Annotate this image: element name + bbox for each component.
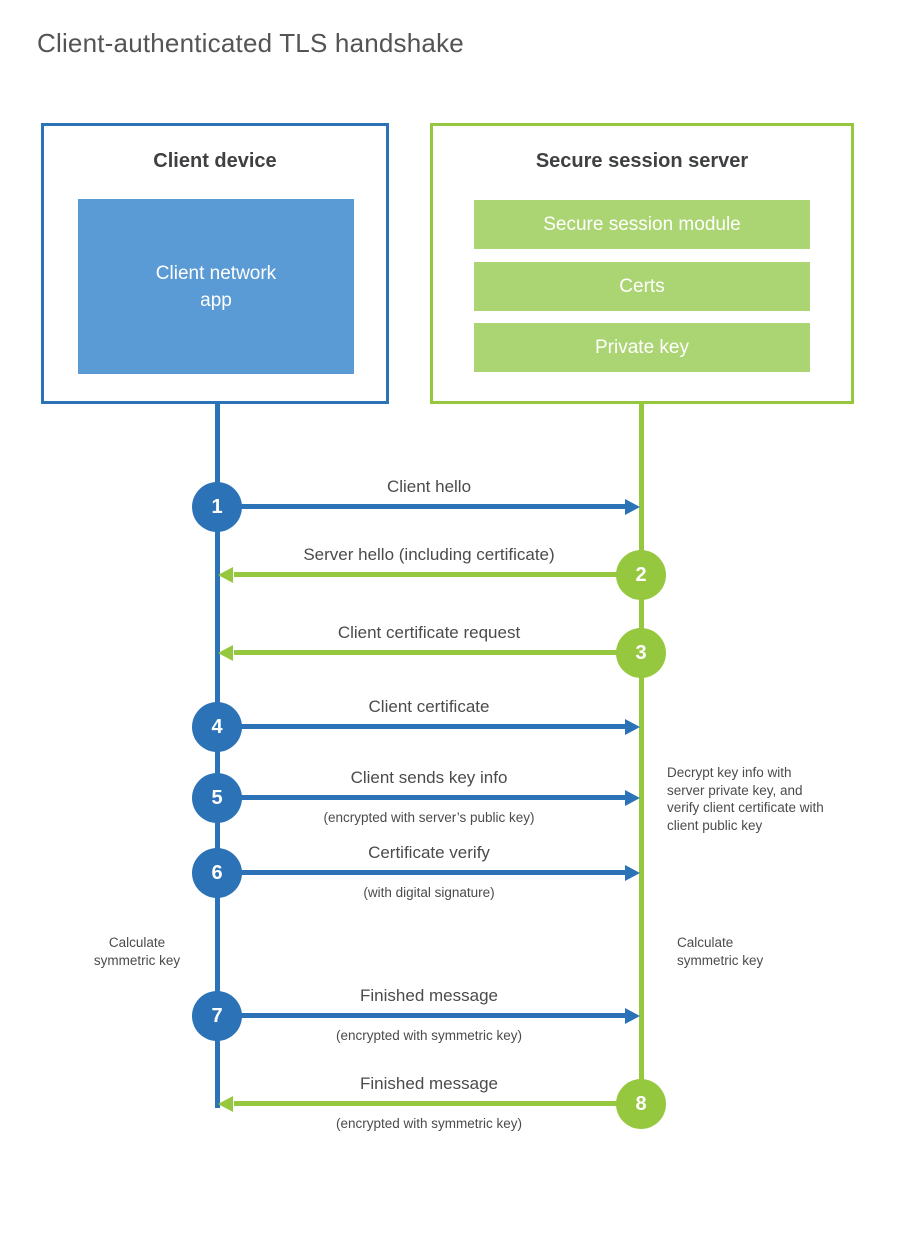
message-label: Client certificate <box>368 697 490 716</box>
message-label: Server hello (including certificate) <box>303 545 555 564</box>
step-number-badge: 5 <box>192 773 242 823</box>
client-network-app-box: Client network app <box>78 199 354 374</box>
client-lifeline <box>215 403 220 1108</box>
arrow-right-icon <box>625 865 640 881</box>
secure-session-server-title: Secure session server <box>535 150 749 172</box>
server-module-secure-session-module: Secure session module <box>474 200 810 249</box>
message-arrow-line <box>234 650 641 655</box>
message-arrow-line <box>217 795 625 800</box>
message-arrow-line <box>234 1101 641 1106</box>
arrow-right-icon <box>625 790 640 806</box>
message-label: Client hello <box>386 477 472 496</box>
step-number-badge: 3 <box>616 628 666 678</box>
message-arrow-line <box>217 1013 625 1018</box>
arrow-right-icon <box>625 499 640 515</box>
client-device-title: Client device <box>153 150 277 172</box>
message-sublabel: (encrypted with symmetric key) <box>335 1028 523 1043</box>
message-label: Client certificate request <box>337 623 521 642</box>
server-module-private-key: Private key <box>474 323 810 372</box>
page-title: Client-authenticated TLS handshake <box>37 28 464 58</box>
message-label: Finished message <box>360 1074 498 1093</box>
message-sublabel: (encrypted with symmetric key) <box>335 1116 523 1131</box>
step-number-badge: 6 <box>192 848 242 898</box>
step-number-badge: 4 <box>192 702 242 752</box>
message-arrow-line <box>217 870 625 875</box>
step-number-badge: 2 <box>616 550 666 600</box>
step-number-badge: 1 <box>192 482 242 532</box>
message-label: Finished message <box>360 986 498 1005</box>
arrow-left-icon <box>218 645 233 661</box>
message-sublabel: (with digital signature) <box>363 885 495 900</box>
arrow-right-icon <box>625 1008 640 1024</box>
message-label: Client sends key info <box>350 768 508 787</box>
step-number-badge: 8 <box>616 1079 666 1129</box>
calculate-symmetric-key-server-note: Calculate symmetric key <box>677 935 764 968</box>
message-arrow-line <box>217 724 625 729</box>
arrow-left-icon <box>218 567 233 583</box>
message-label: Certificate verify <box>368 843 490 862</box>
server-lifeline <box>639 403 644 1104</box>
server-module-certs: Certs <box>474 262 810 311</box>
calculate-symmetric-key-client-note: Calculate symmetric key <box>93 935 181 968</box>
message-sublabel: (encrypted with server’s public key) <box>323 810 535 825</box>
message-arrow-line <box>234 572 641 577</box>
message-arrow-line <box>217 504 625 509</box>
arrow-right-icon <box>625 719 640 735</box>
step-number-badge: 7 <box>192 991 242 1041</box>
decrypt-key-info-note: Decrypt key info with server private key… <box>667 765 824 833</box>
arrow-left-icon <box>218 1096 233 1112</box>
client-network-app-label: Client network app <box>155 262 277 311</box>
